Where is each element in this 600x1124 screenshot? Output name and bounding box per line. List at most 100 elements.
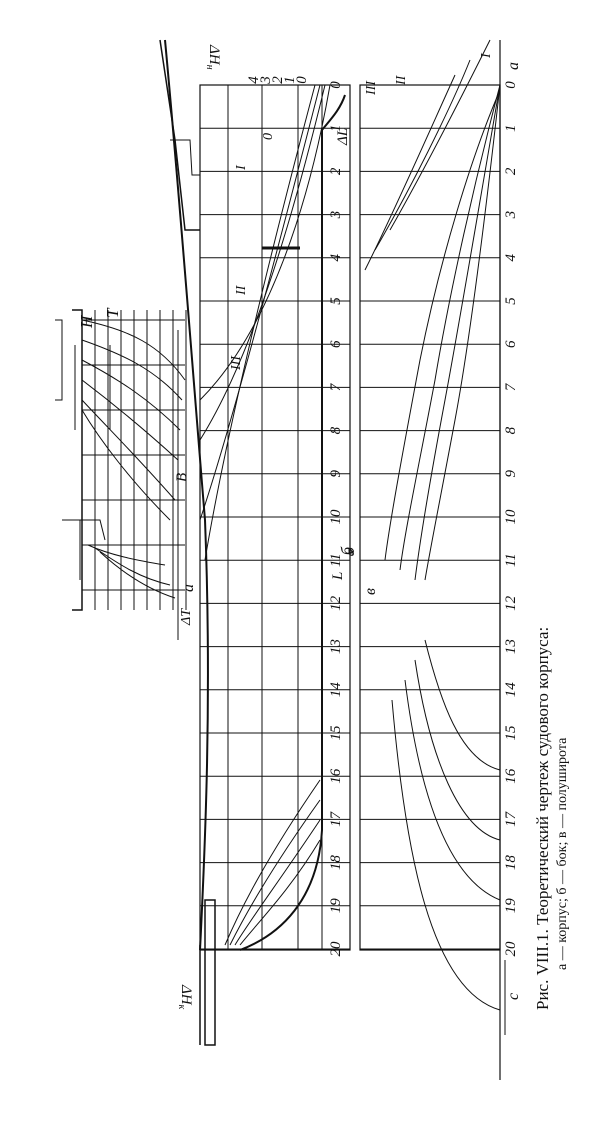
body-frame-17: [94, 547, 171, 586]
forecastle: [159, 39, 200, 231]
body-plan-grid: [81, 310, 187, 610]
svg-text:12: 12: [328, 595, 344, 611]
body-frame-10: [81, 319, 186, 381]
body-superstructure: [55, 319, 63, 401]
plan-station-label: 2: [503, 167, 519, 175]
svg-text:18: 18: [503, 855, 519, 871]
svg-text:11: 11: [503, 553, 519, 567]
station-label: 1: [328, 124, 344, 132]
plan-station-label: 0: [503, 81, 519, 89]
midship-symbol: ⚭: [344, 547, 361, 560]
plan-station-label: 15: [503, 725, 519, 741]
dim-dHn: ΔHн: [204, 44, 222, 70]
svg-text:3: 3: [328, 211, 344, 220]
dim-dL: ΔL: [335, 128, 351, 146]
dim-c: с: [505, 993, 522, 1000]
svg-text:7: 7: [503, 382, 519, 391]
station-label: 9: [328, 470, 344, 478]
plan-station-label: 14: [503, 682, 519, 698]
plan-station-label: 11: [503, 553, 519, 567]
station-label: 20: [328, 941, 344, 957]
station-label: 18: [328, 855, 344, 871]
svg-text:T: T: [103, 307, 122, 318]
waterline-label: 0: [294, 76, 310, 84]
svg-text:H: H: [77, 314, 96, 329]
svg-text:III: III: [364, 80, 379, 96]
svg-text:с: с: [505, 993, 522, 1000]
svg-text:0: 0: [261, 133, 276, 140]
keel-line: [239, 94, 346, 951]
panel-letter-a: а: [180, 584, 197, 592]
svg-text:14: 14: [328, 682, 344, 698]
profile-buttock-stern-III: [224, 779, 321, 946]
svg-text:19: 19: [328, 898, 344, 914]
waterline-label: 2: [270, 76, 286, 84]
profile-buttock-label-II: II: [234, 284, 249, 296]
svg-text:5: 5: [328, 297, 344, 305]
panel-letter-v: в: [362, 588, 379, 595]
svg-text:19: 19: [503, 898, 519, 914]
svg-text:L: L: [330, 572, 346, 581]
svg-text:12: 12: [503, 595, 519, 611]
plan-station-label: 19: [503, 898, 519, 914]
waterline-label: 4: [246, 76, 262, 84]
station-label: 7: [328, 382, 344, 391]
panel-letter-b: б: [339, 546, 356, 555]
body-frame-3: [81, 379, 179, 461]
svg-text:15: 15: [503, 725, 519, 741]
profile-buttock-label-III: III: [229, 355, 244, 371]
svg-text:9: 9: [503, 470, 519, 478]
svg-text:18: 18: [328, 855, 344, 871]
svg-text:1: 1: [282, 76, 298, 84]
profile-buttock-label-I: I: [234, 164, 249, 171]
svg-text:0: 0: [294, 76, 310, 84]
svg-text:I: I: [479, 52, 494, 59]
svg-text:III: III: [229, 355, 244, 371]
svg-text:8: 8: [328, 426, 344, 434]
dim-T: T: [103, 307, 122, 318]
station-label: 15: [328, 725, 344, 741]
dim-dHk: ΔHк: [176, 984, 194, 1010]
svg-text:ΔT: ΔT: [179, 608, 194, 626]
svg-text:2: 2: [503, 167, 519, 175]
svg-text:16: 16: [503, 768, 519, 784]
body-frame-1: [81, 399, 176, 501]
svg-text:3: 3: [503, 211, 519, 220]
body-plan-view: [55, 309, 187, 611]
plan-station-label: 1: [503, 124, 519, 132]
svg-text:4: 4: [503, 254, 519, 262]
svg-text:ΔL: ΔL: [335, 128, 351, 146]
profile-buttock-stern-II: [229, 799, 321, 946]
plan-station-label: 16: [503, 768, 519, 784]
stern-structure: [204, 899, 216, 1046]
plan-station-label: 3: [503, 211, 519, 220]
plan-waterline-2-bow: [414, 84, 501, 581]
plan-station-lines: [360, 84, 500, 950]
svg-text:3: 3: [258, 76, 274, 85]
waterline-label: 1: [282, 76, 298, 84]
station-label: 10: [328, 509, 344, 525]
svg-text:в: в: [362, 588, 379, 595]
station-label: 8: [328, 426, 344, 434]
svg-text:9: 9: [328, 470, 344, 478]
plan-buttock-III: [364, 74, 456, 271]
dim-B: B: [174, 473, 190, 482]
svg-text:7: 7: [328, 382, 344, 391]
sheer-line: [164, 39, 209, 951]
dim-L: L: [330, 572, 346, 581]
plan-station-label: 17: [503, 810, 519, 827]
profile-buttock-II: [199, 84, 321, 521]
plan-waterline-3-stern: [404, 679, 501, 901]
plan-waterline-2-stern: [414, 659, 501, 841]
body-frame-5: [81, 359, 181, 431]
station-label: 12: [328, 595, 344, 611]
waterline-label: 3: [258, 76, 274, 85]
plan-buttock-II: [374, 59, 471, 251]
svg-text:4: 4: [328, 254, 344, 262]
plan-station-label: 4: [503, 254, 519, 262]
plan-station-label: 20: [503, 941, 519, 957]
plan-buttock-label-III: III: [364, 80, 379, 96]
profile-station-lines: [200, 84, 350, 950]
station-label: 17: [328, 810, 344, 827]
